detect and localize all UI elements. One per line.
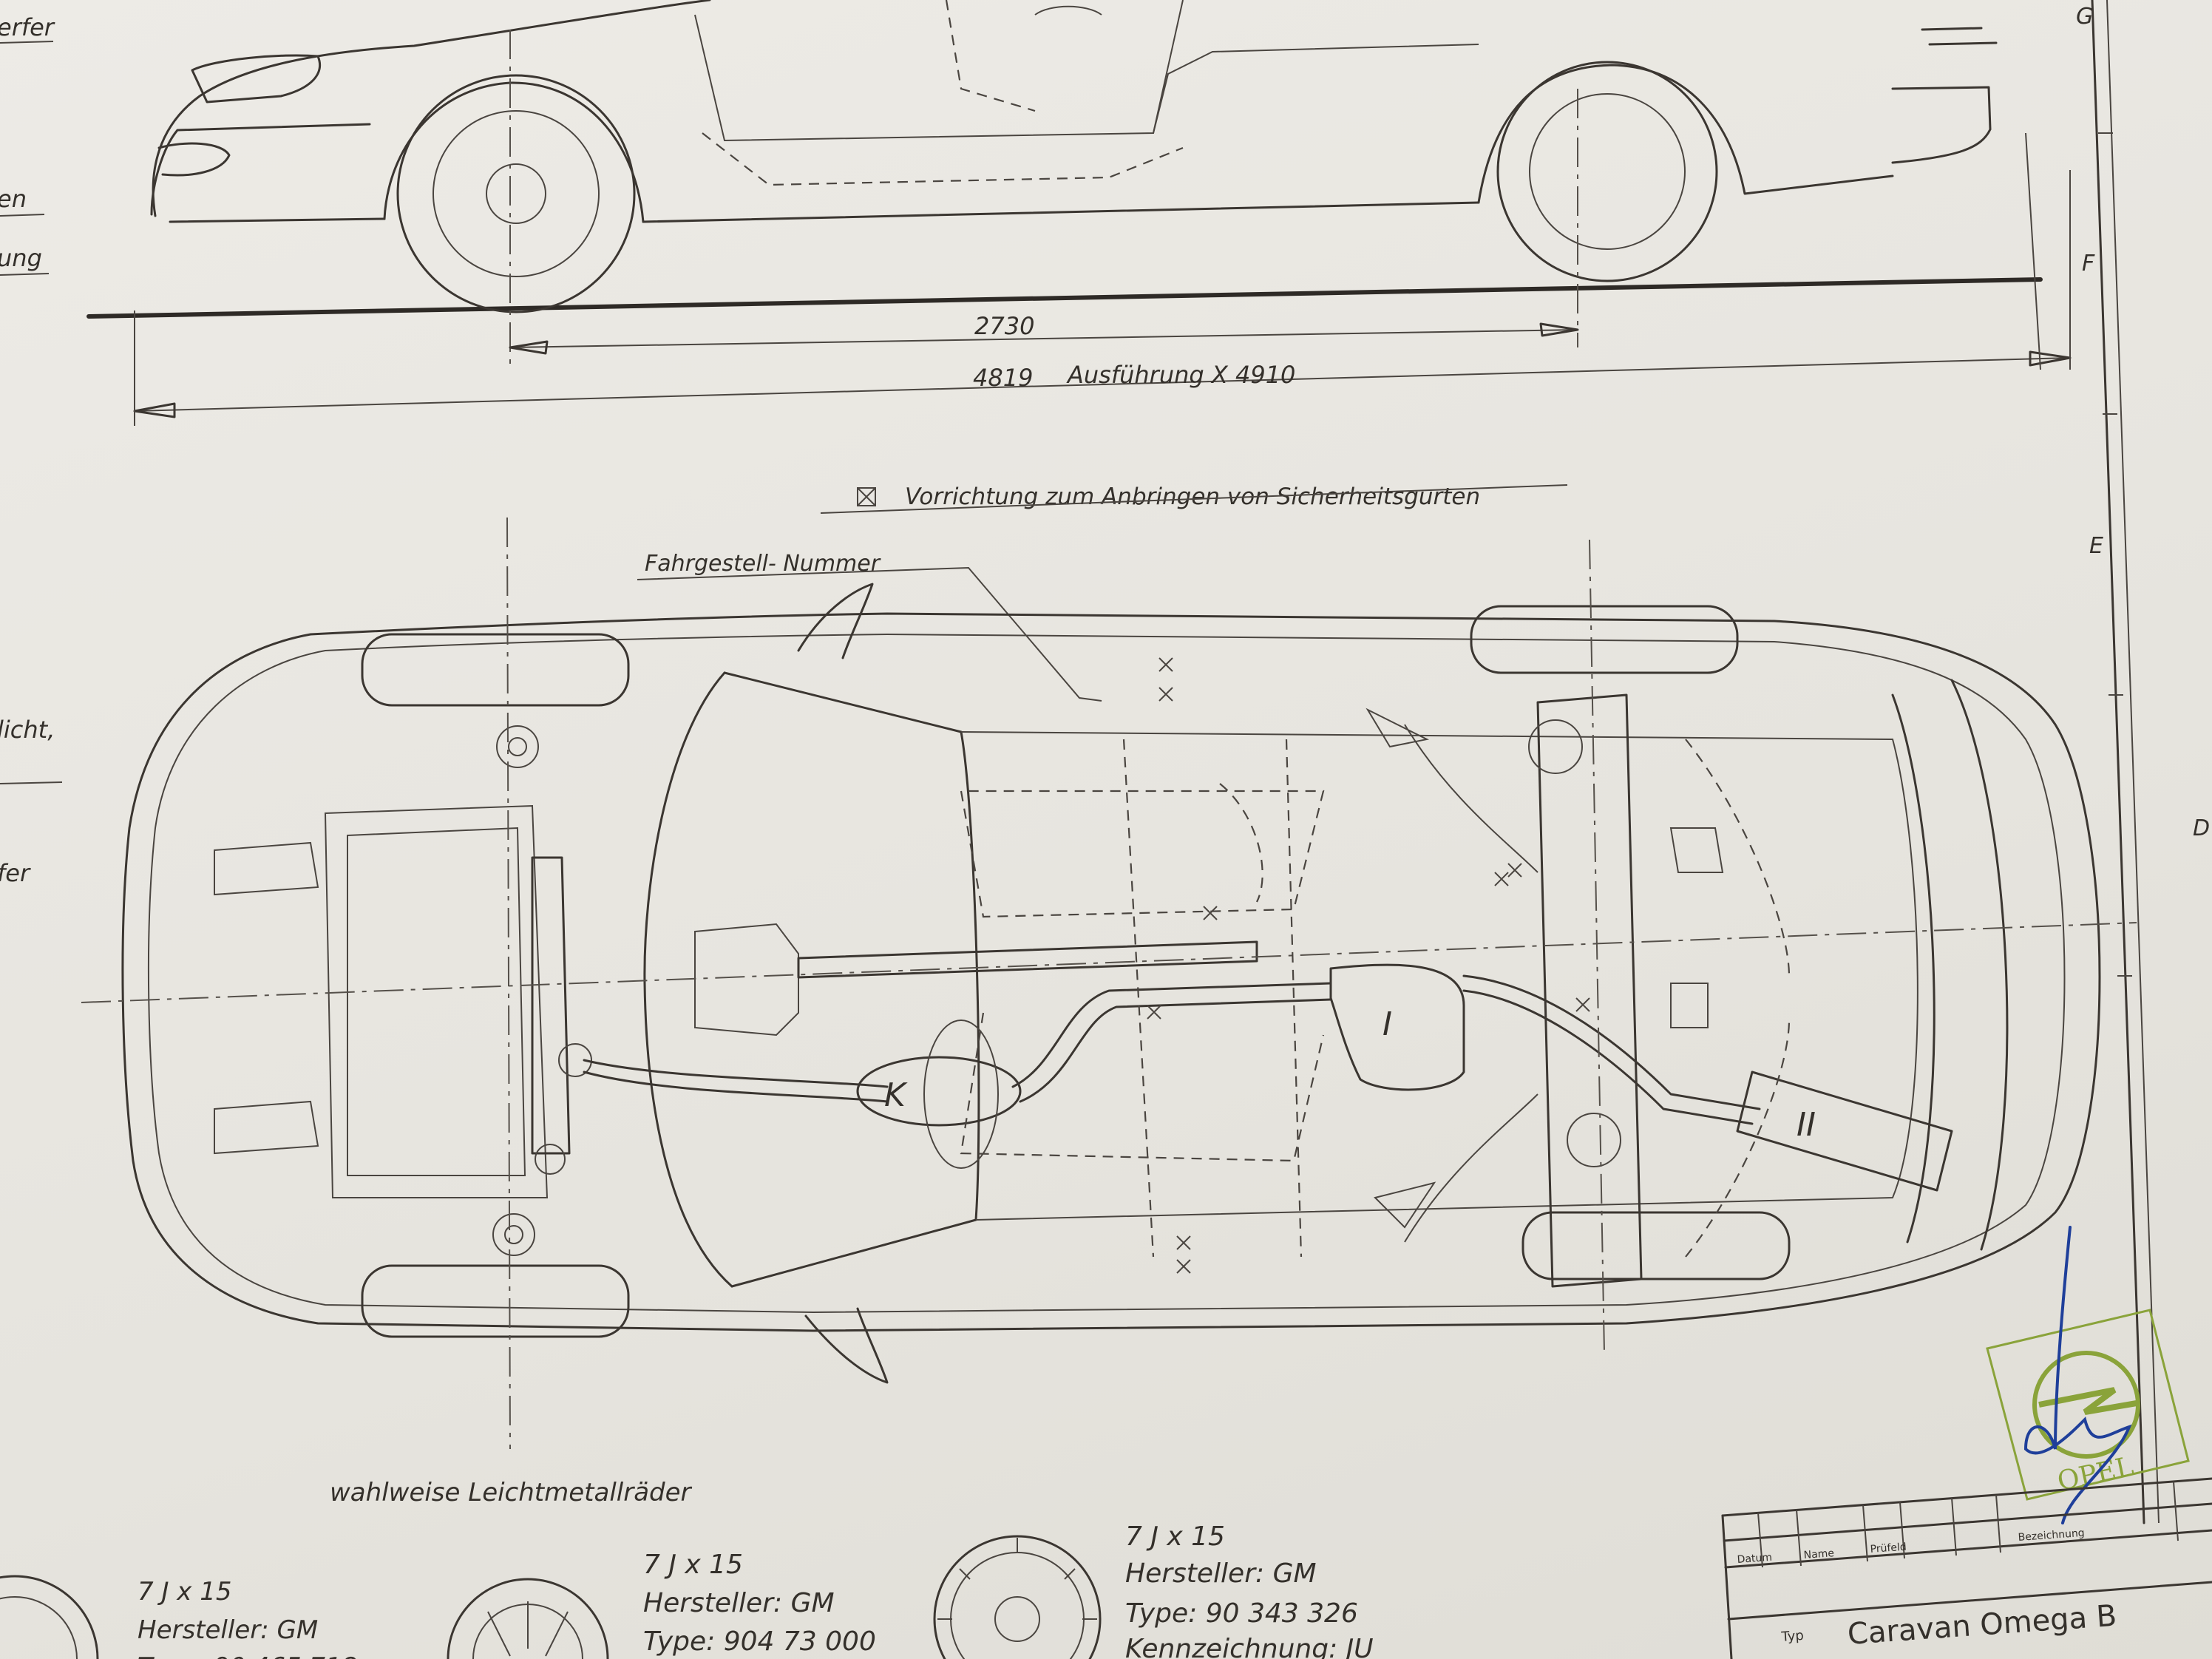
- wheel-1-maker: Hersteller: GM: [138, 1615, 318, 1645]
- wheel-3-type: Type: 90 343 326: [1125, 1598, 1358, 1629]
- wheel-1-size: 7 J x 15: [138, 1577, 231, 1607]
- title-block-type-label: Typ: [1780, 1628, 1805, 1645]
- border-marker-g: G: [2076, 4, 2093, 30]
- dimension-lines: [133, 132, 2072, 426]
- title-block-date-header: Datum: [1737, 1552, 1772, 1566]
- opel-logo-stamp: [1986, 1309, 2190, 1501]
- margin-text-3: ung: [0, 244, 42, 272]
- seatbelt-anchor-marks: [1147, 657, 1590, 1274]
- part-k-label: K: [884, 1076, 908, 1114]
- handwritten-signature: [2023, 1226, 2132, 1524]
- wheelbase-dimension: 2730: [974, 312, 1034, 340]
- title-block: [1721, 1477, 2212, 1659]
- border-marker-f: F: [2082, 251, 2095, 276]
- wheel-2-maker: Hersteller: GM: [643, 1588, 835, 1618]
- side-view-car: [86, 0, 2043, 370]
- title-block-check-header: Prüfeld: [1870, 1541, 1907, 1555]
- wheel-3-mark: Kennzeichnung: JU: [1125, 1634, 1374, 1659]
- part-i-label: I: [1382, 1005, 1392, 1043]
- wheel-2-type: Type: 904 73 000: [643, 1626, 876, 1657]
- top-view-car: [81, 517, 2137, 1450]
- margin-text-2: en: [0, 185, 27, 213]
- wheel-drawing-3: [933, 1535, 1102, 1659]
- alloy-wheels-caption: wahlweise Leichtmetallräder: [330, 1478, 693, 1507]
- overall-length-dimension: 4819: [973, 364, 1033, 392]
- wheel-3-maker: Hersteller: GM: [1125, 1558, 1317, 1589]
- title-block-name-header: Name: [1803, 1547, 1834, 1561]
- seatbelt-symbol-icon: [857, 487, 876, 506]
- part-ii-label: II: [1797, 1106, 1816, 1144]
- wheel-drawing-2: [447, 1578, 609, 1659]
- border-marker-d: D: [2193, 815, 2210, 841]
- sheet-border: [2091, 0, 2160, 1524]
- margin-text-4: licht,: [0, 716, 55, 744]
- wheel-3-size: 7 J x 15: [1125, 1521, 1225, 1552]
- wheel-drawing-1: [0, 1575, 99, 1659]
- wheel-2-size: 7 J x 15: [643, 1550, 743, 1580]
- margin-text-5: fer: [0, 859, 31, 887]
- wheel-1-type: Type: 90 465 718: [138, 1652, 357, 1659]
- margin-text-1: erfer: [0, 13, 55, 41]
- border-marker-e: E: [2089, 533, 2103, 559]
- variant-length-dimension: Ausführung X 4910: [1066, 361, 1295, 389]
- title-block-description-header: Bezeichnung: [2018, 1527, 2085, 1544]
